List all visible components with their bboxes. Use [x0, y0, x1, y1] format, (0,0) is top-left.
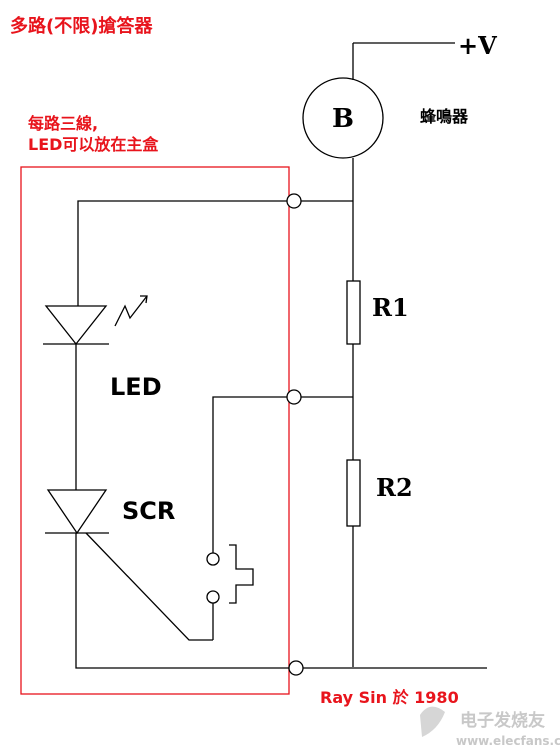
led-light-arrow [114, 295, 148, 327]
wire-scr-to-ground [75, 533, 289, 669]
terminal-top [286, 193, 302, 209]
note-line-2: LED可以放在主盒 [28, 135, 159, 154]
r2-label: R2 [376, 473, 413, 502]
switch-contact-bottom [206, 590, 220, 604]
resistor-r2 [346, 459, 361, 527]
wire-top-to-led [77, 200, 287, 306]
terminal-bottom [288, 660, 304, 676]
led-arrow-head [140, 295, 148, 304]
buzzer-circle [302, 77, 384, 159]
wire-middle-to-switch [212, 396, 287, 553]
r1-label: R1 [372, 293, 409, 322]
watermark-logo-icon [420, 706, 445, 737]
credit-text: Ray Sin 於 1980 [320, 688, 459, 707]
diagram-title: 多路(不限)搶答器 [10, 15, 153, 37]
remote-box-outline [20, 166, 290, 695]
note-line-1: 每路三線, [28, 114, 98, 133]
buzzer-symbol: B [332, 104, 354, 134]
terminal-middle [286, 389, 302, 405]
watermark-text: 电子发烧友 [460, 710, 545, 731]
buzzer-label: 蜂鳴器 [420, 107, 469, 126]
pushbutton-actuator [229, 544, 254, 604]
scr-thyristor [46, 489, 108, 535]
switch-contact-top [206, 552, 220, 566]
watermark-url: www.elecfans.com [456, 734, 560, 748]
scr-gate-lead [85, 532, 213, 641]
resistor-r1 [346, 280, 361, 345]
scr-label: SCR [122, 497, 175, 525]
supply-label: +V [458, 31, 497, 60]
led-label: LED [110, 373, 162, 401]
led-diode [44, 305, 108, 346]
